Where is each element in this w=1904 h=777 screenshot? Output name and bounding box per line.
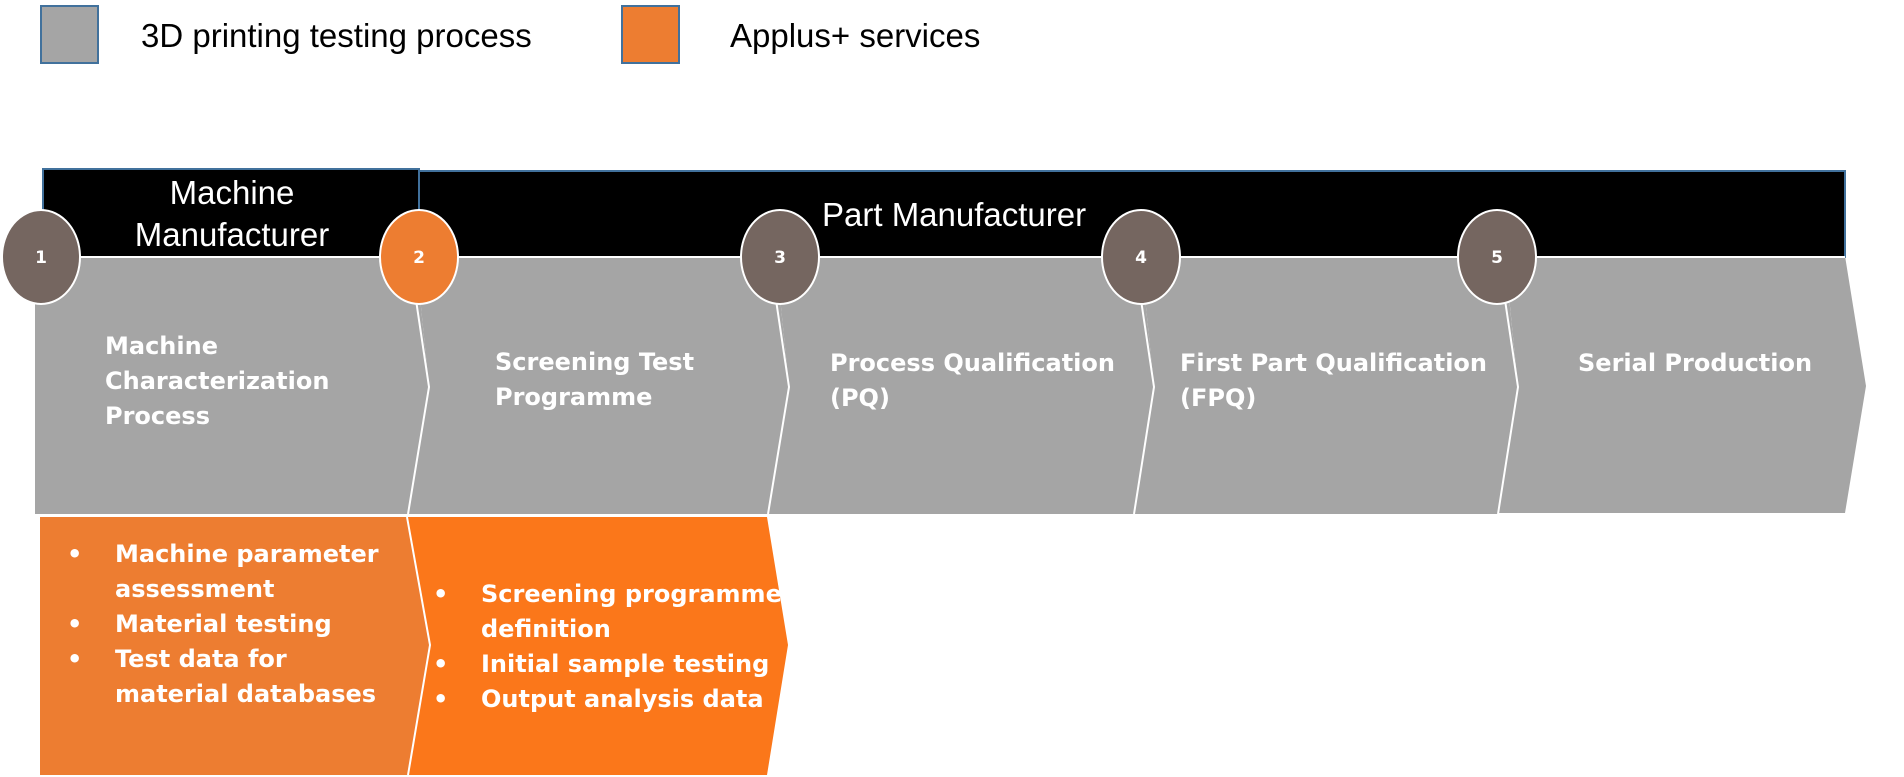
- separator-3-4: [1133, 299, 1156, 515]
- step-4-marker: [1101, 209, 1181, 305]
- step-2-title-line1: Screening Test: [495, 348, 694, 376]
- step-2-number: 2: [413, 248, 425, 268]
- step-1-chevron: [35, 257, 429, 514]
- header-part-label: Part Manufacturer: [822, 196, 1086, 233]
- legend-swatch-grey: [40, 5, 99, 64]
- step-5-marker: [1457, 209, 1537, 305]
- service-block-step-2: [407, 517, 788, 775]
- step-3-marker: [740, 209, 820, 305]
- legend-label-orange: Applus+ services: [730, 17, 980, 54]
- step-2-chevron: [408, 257, 789, 514]
- service-1-bullet-3-line1: Test data for: [115, 645, 287, 673]
- service-blocks: • Machine parameter assessment • Materia…: [40, 515, 788, 776]
- step-2-title-line2: Programme: [495, 383, 652, 411]
- service-2-bullet-1-line1: Screening programme: [481, 580, 782, 608]
- service-2-bullet-3-line1: Output analysis data: [481, 685, 764, 713]
- service-2-bullet-2-line1: Initial sample testing: [481, 650, 769, 678]
- step-3-title-line1: Process Qualification: [830, 349, 1115, 377]
- step-4-title-line1: First Part Qualification: [1180, 349, 1487, 377]
- service-2-bullet-1-line2: definition: [481, 615, 611, 643]
- service-1-bullet-1-line1: Machine parameter: [115, 540, 379, 568]
- step-4-number: 4: [1135, 248, 1147, 268]
- service-2-bullet-2-dot: •: [433, 650, 448, 678]
- header-bars: Machine Manufacturer Part Manufacturer: [42, 168, 1846, 258]
- service-separator: [406, 516, 432, 776]
- legend-swatch-orange: [621, 5, 680, 64]
- header-machine-line1: Machine: [170, 174, 295, 211]
- service-1-bullet-3-dot: •: [67, 645, 82, 673]
- step-4-title-line2: (FPQ): [1180, 384, 1256, 412]
- step-1-title-line3: Process: [105, 402, 210, 430]
- service-1-bullet-3-line2: material databases: [115, 680, 376, 708]
- header-machine-line2: Manufacturer: [135, 216, 329, 253]
- step-5-chevron: [1498, 256, 1866, 513]
- step-1-title-line1: Machine: [105, 332, 218, 360]
- service-1-bullet-2-dot: •: [67, 610, 82, 638]
- step-1-number: 1: [35, 248, 47, 268]
- step-2-marker: [379, 209, 459, 305]
- step-4-chevron: [1134, 257, 1518, 514]
- process-steps: Machine Characterization Process Screeni…: [35, 256, 1866, 515]
- header-machine-manufacturer: [42, 168, 420, 258]
- step-3-title-line2: (PQ): [830, 384, 890, 412]
- step-5-number: 5: [1491, 248, 1503, 268]
- legend-label-grey: 3D printing testing process: [141, 17, 532, 54]
- step-3-number: 3: [774, 248, 786, 268]
- separator-4-5: [1497, 299, 1520, 515]
- service-block-step-1: [40, 517, 430, 775]
- service-1-bullet-1-line2: assessment: [115, 575, 274, 603]
- service-1-bullet-1-dot: •: [67, 540, 82, 568]
- service-2-bullet-3-dot: •: [433, 685, 448, 713]
- service-2-bullet-1-dot: •: [433, 580, 448, 608]
- step-5-title-line1: Serial Production: [1578, 349, 1812, 377]
- legend: 3D printing testing process Applus+ serv…: [40, 5, 980, 64]
- step-1-marker: [1, 209, 81, 305]
- separator-1-2: [407, 299, 431, 515]
- separator-2-3: [767, 299, 791, 515]
- service-1-bullet-2-line1: Material testing: [115, 610, 332, 638]
- step-3-chevron: [768, 257, 1154, 514]
- step-markers: 1 2 3 4 5: [1, 209, 1537, 305]
- step-1-title-line2: Characterization: [105, 367, 329, 395]
